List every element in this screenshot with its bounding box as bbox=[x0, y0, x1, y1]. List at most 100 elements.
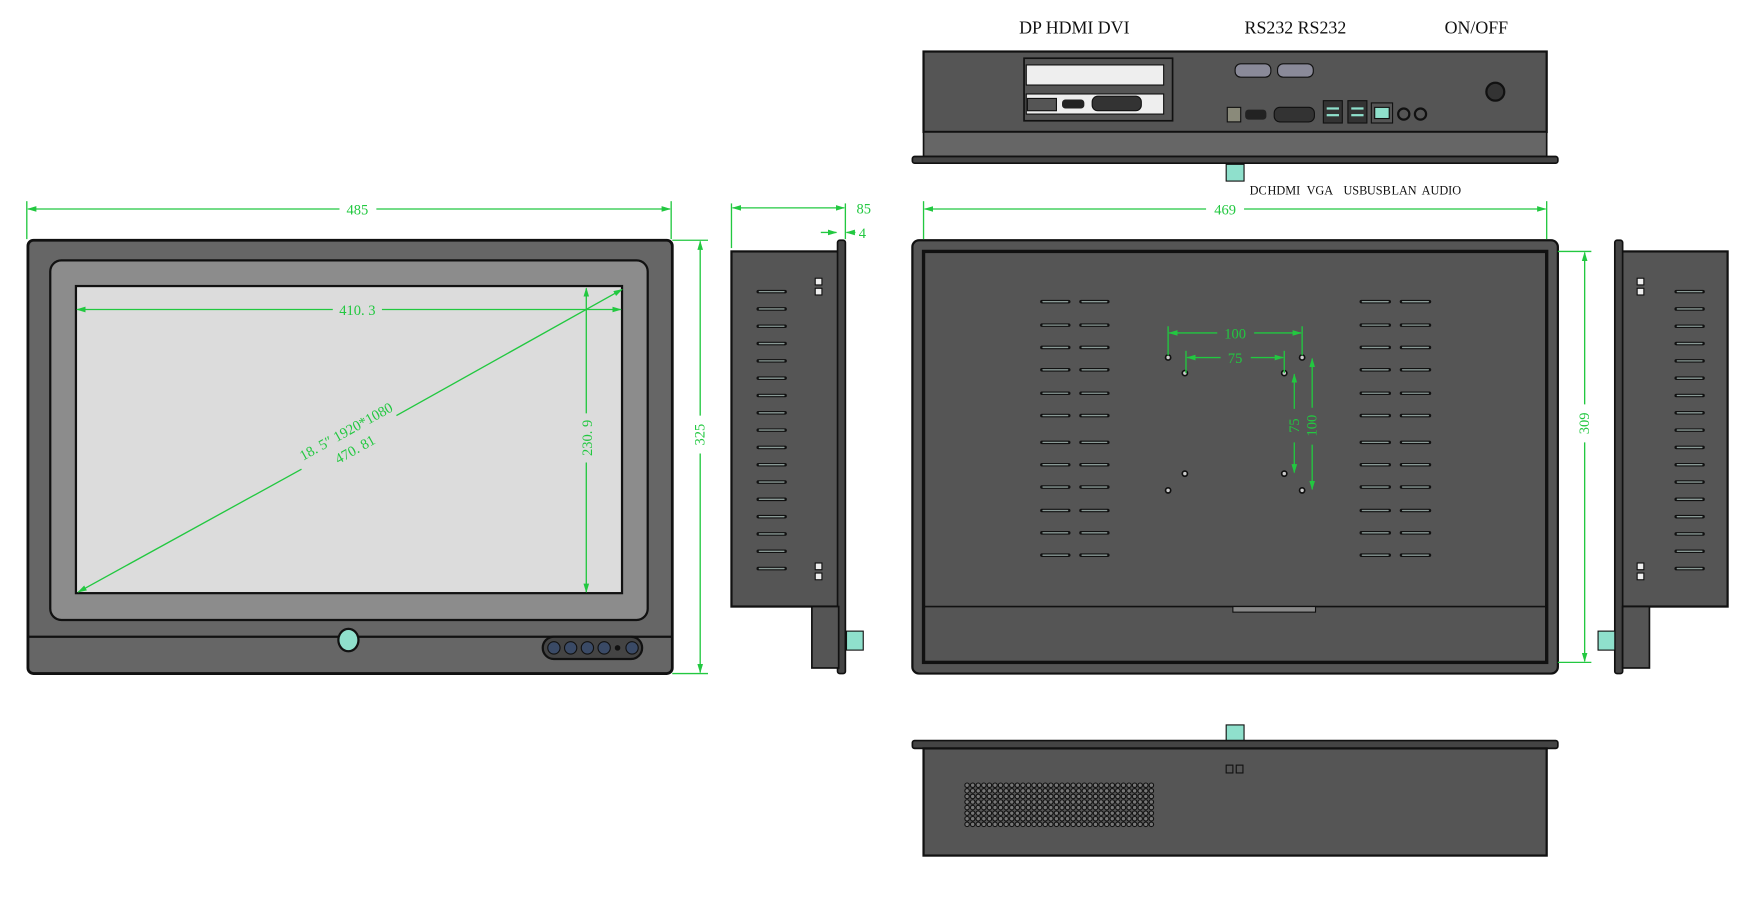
perforation-hole bbox=[997, 799, 1004, 805]
perforation-hole bbox=[1014, 793, 1021, 800]
perforation-hole bbox=[1042, 815, 1049, 822]
perforation-hole bbox=[1126, 788, 1132, 794]
perforation-hole bbox=[964, 793, 970, 800]
square-mark bbox=[1636, 287, 1645, 296]
perforation-hole bbox=[1109, 782, 1116, 789]
bezel-edge bbox=[922, 131, 1548, 158]
perforation-hole bbox=[1020, 821, 1026, 828]
perforation-hole bbox=[1103, 793, 1110, 800]
perforation-hole bbox=[1036, 788, 1043, 794]
perforation-hole bbox=[1075, 788, 1082, 794]
perforation-hole bbox=[969, 804, 976, 811]
perforation-hole bbox=[992, 815, 998, 822]
perforation-hole bbox=[997, 821, 1004, 828]
perforation-hole bbox=[992, 788, 998, 794]
perforation-hole bbox=[975, 788, 982, 794]
perforation-hole bbox=[1081, 793, 1088, 800]
perforation-hole bbox=[1148, 815, 1155, 822]
perforation-hole bbox=[997, 815, 1004, 822]
perforation-hole bbox=[969, 782, 976, 789]
perforation-hole bbox=[1036, 793, 1043, 800]
perforation-hole bbox=[1075, 799, 1082, 805]
perforation-hole bbox=[1109, 804, 1116, 811]
perforation-hole bbox=[1098, 788, 1104, 794]
perforation-hole bbox=[1031, 782, 1037, 789]
perforation-hole bbox=[1031, 815, 1037, 822]
vesa-mount-hole bbox=[1298, 354, 1306, 361]
perforation-hole bbox=[981, 793, 987, 800]
perforation-hole bbox=[1064, 788, 1071, 794]
screen bbox=[74, 284, 624, 595]
vesa-75-h-dimension: 75 bbox=[1228, 351, 1243, 367]
perforation-hole bbox=[1031, 788, 1037, 794]
perforation-hole bbox=[964, 815, 970, 822]
perforation-hole bbox=[1109, 821, 1116, 828]
perforation-hole bbox=[1025, 821, 1032, 828]
vga-label: VGA bbox=[1307, 183, 1334, 197]
square-mark bbox=[1235, 764, 1244, 774]
perforation-hole bbox=[986, 799, 993, 805]
perforation-hole bbox=[1092, 804, 1099, 811]
side-flange bbox=[1613, 239, 1624, 675]
perforation-hole bbox=[1064, 815, 1071, 822]
perforation-hole bbox=[1137, 810, 1143, 816]
perforation-hole bbox=[1131, 810, 1138, 816]
perforation-hole bbox=[1053, 804, 1060, 811]
perforation-hole bbox=[1064, 793, 1071, 800]
perforation-hole bbox=[1008, 782, 1015, 789]
perforation-hole bbox=[1025, 815, 1032, 822]
perforation-hole bbox=[1131, 821, 1138, 828]
perforation-hole bbox=[1042, 799, 1049, 805]
perforation-hole bbox=[1098, 821, 1104, 828]
perforation-hole bbox=[1109, 810, 1116, 816]
perforation-hole bbox=[1115, 810, 1121, 816]
perforation-hole bbox=[1120, 821, 1127, 828]
perforation-hole bbox=[1003, 793, 1009, 800]
perforation-hole bbox=[992, 804, 998, 811]
perforation-hole bbox=[1081, 782, 1088, 789]
hdmi-label: HDMI bbox=[1268, 183, 1301, 197]
square-mark bbox=[814, 572, 823, 581]
perforation-hole bbox=[1053, 810, 1060, 816]
hdmi-port-icon bbox=[1245, 109, 1267, 120]
perforation-hole bbox=[1064, 799, 1071, 805]
perforation-hole bbox=[1025, 788, 1032, 794]
perforation-hole bbox=[1064, 804, 1071, 811]
perforation-hole bbox=[1148, 821, 1155, 828]
perforation-hole bbox=[1087, 810, 1093, 816]
perforation-hole bbox=[1014, 799, 1021, 805]
bottom-view bbox=[911, 724, 1559, 857]
perforation-hole bbox=[992, 810, 998, 816]
perforation-hole bbox=[1048, 815, 1054, 822]
perforation-hole bbox=[1008, 788, 1015, 794]
perforation-hole bbox=[975, 793, 982, 800]
vesa-100-v-dimension: 100 bbox=[1305, 415, 1321, 437]
perforation-hole bbox=[1148, 788, 1155, 794]
video-ports-label: DP HDMI DVI bbox=[1019, 18, 1130, 38]
perforation-hole bbox=[1003, 782, 1009, 789]
perforation-hole bbox=[986, 821, 993, 828]
perforation-hole bbox=[1148, 793, 1155, 800]
perforation-hole bbox=[969, 821, 976, 828]
perforation-hole bbox=[1014, 810, 1021, 816]
vesa-75-v-dimension: 75 bbox=[1287, 418, 1303, 433]
perforation-hole bbox=[986, 782, 993, 789]
perforation-hole bbox=[1109, 799, 1116, 805]
usb-label-2: USB bbox=[1367, 183, 1391, 197]
perforation-hole bbox=[1014, 782, 1021, 789]
perforation-hole bbox=[1087, 788, 1093, 794]
perforation-hole bbox=[1109, 815, 1116, 822]
perforation-hole bbox=[1008, 804, 1015, 811]
perforation-hole bbox=[1053, 799, 1060, 805]
perforation-hole bbox=[1036, 804, 1043, 811]
perforation-hole bbox=[1042, 804, 1049, 811]
perforation-hole bbox=[1064, 821, 1071, 828]
rs232-port-1-icon bbox=[1234, 63, 1272, 78]
square-mark bbox=[1636, 572, 1645, 581]
flange bbox=[911, 739, 1559, 750]
perforation-hole bbox=[1003, 804, 1009, 811]
perforation-hole bbox=[1070, 821, 1076, 828]
perforation-hole bbox=[1137, 782, 1143, 789]
perforation-hole bbox=[964, 804, 970, 811]
perforation-hole bbox=[1092, 815, 1099, 822]
